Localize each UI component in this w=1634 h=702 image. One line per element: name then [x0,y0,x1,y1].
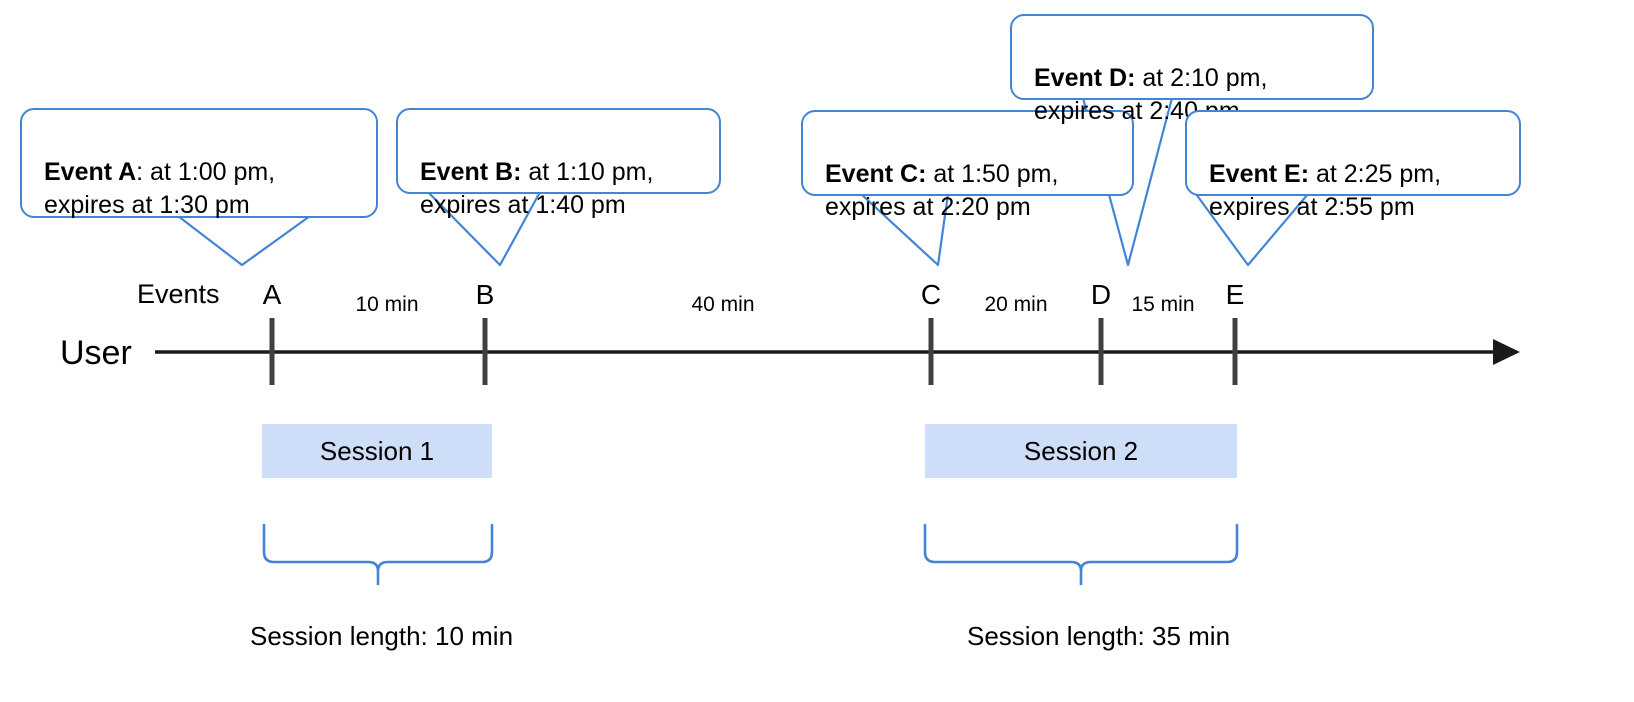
brace-session-1 [262,523,494,585]
callout-event-a-body: at 1:00 pm, expires at 1:30 pm [44,158,276,219]
callout-tail-a [177,215,311,267]
callout-event-b-body: at 1:10 pm, expires at 1:40 pm [420,158,654,219]
callout-tail-b [427,191,541,267]
callout-event-a-sep: : [136,158,144,186]
session-bar-2: Session 2 [925,424,1237,478]
callout-tail-e [1195,193,1309,267]
callout-event-d-body: at 2:10 pm, expires at 2:40 pm [1034,64,1268,125]
tick-label-a: A [262,279,282,310]
lane-label-user: User [60,334,132,372]
callout-tail-c [860,193,950,267]
callout-event-c-lead: Event C: [825,160,927,188]
axis-arrowhead [1493,339,1520,365]
interval-label-a-b: 10 min [355,293,419,316]
interval-label-b-c: 40 min [691,293,755,316]
callout-event-e-lead: Event E: [1209,160,1310,188]
interval-label-c-d: 20 min [984,293,1048,316]
callout-event-a-lead: Event A [44,158,137,186]
interval-label-d-e: 15 min [1131,293,1195,316]
callout-event-e-body: at 2:25 pm, expires at 2:55 pm [1209,160,1442,221]
session-caption-1: Session length: 10 min [250,621,514,651]
tick-label-b: B [475,279,495,310]
callout-event-b: Event B: at 1:10 pm, expires at 1:40 pm [396,108,721,219]
session-caption-2: Session length: 35 min [967,621,1231,651]
callout-event-e: Event E: at 2:25 pm, expires at 2:55 pm [1185,110,1521,221]
lane-label-events: Events [137,279,220,309]
session-bar-1-label: Session 1 [319,435,435,466]
tick-label-e: E [1225,279,1245,310]
callout-event-a: Event A: at 1:00 pm, expires at 1:30 pm [20,108,378,219]
tick-label-c: C [920,279,942,310]
callout-event-d: Event D: at 2:10 pm, expires at 2:40 pm [1010,14,1374,125]
callout-event-c: Event C: at 1:50 pm, expires at 2:20 pm [801,110,1134,221]
callout-event-d-lead: Event D: [1034,64,1136,92]
tick-label-d: D [1090,279,1112,310]
callout-event-b-lead: Event B: [420,158,522,186]
brace-session-2 [923,523,1239,585]
session-bar-1: Session 1 [262,424,492,478]
callout-event-c-body: at 1:50 pm, expires at 2:20 pm [825,160,1059,221]
session-bar-2-label: Session 2 [1023,435,1139,466]
